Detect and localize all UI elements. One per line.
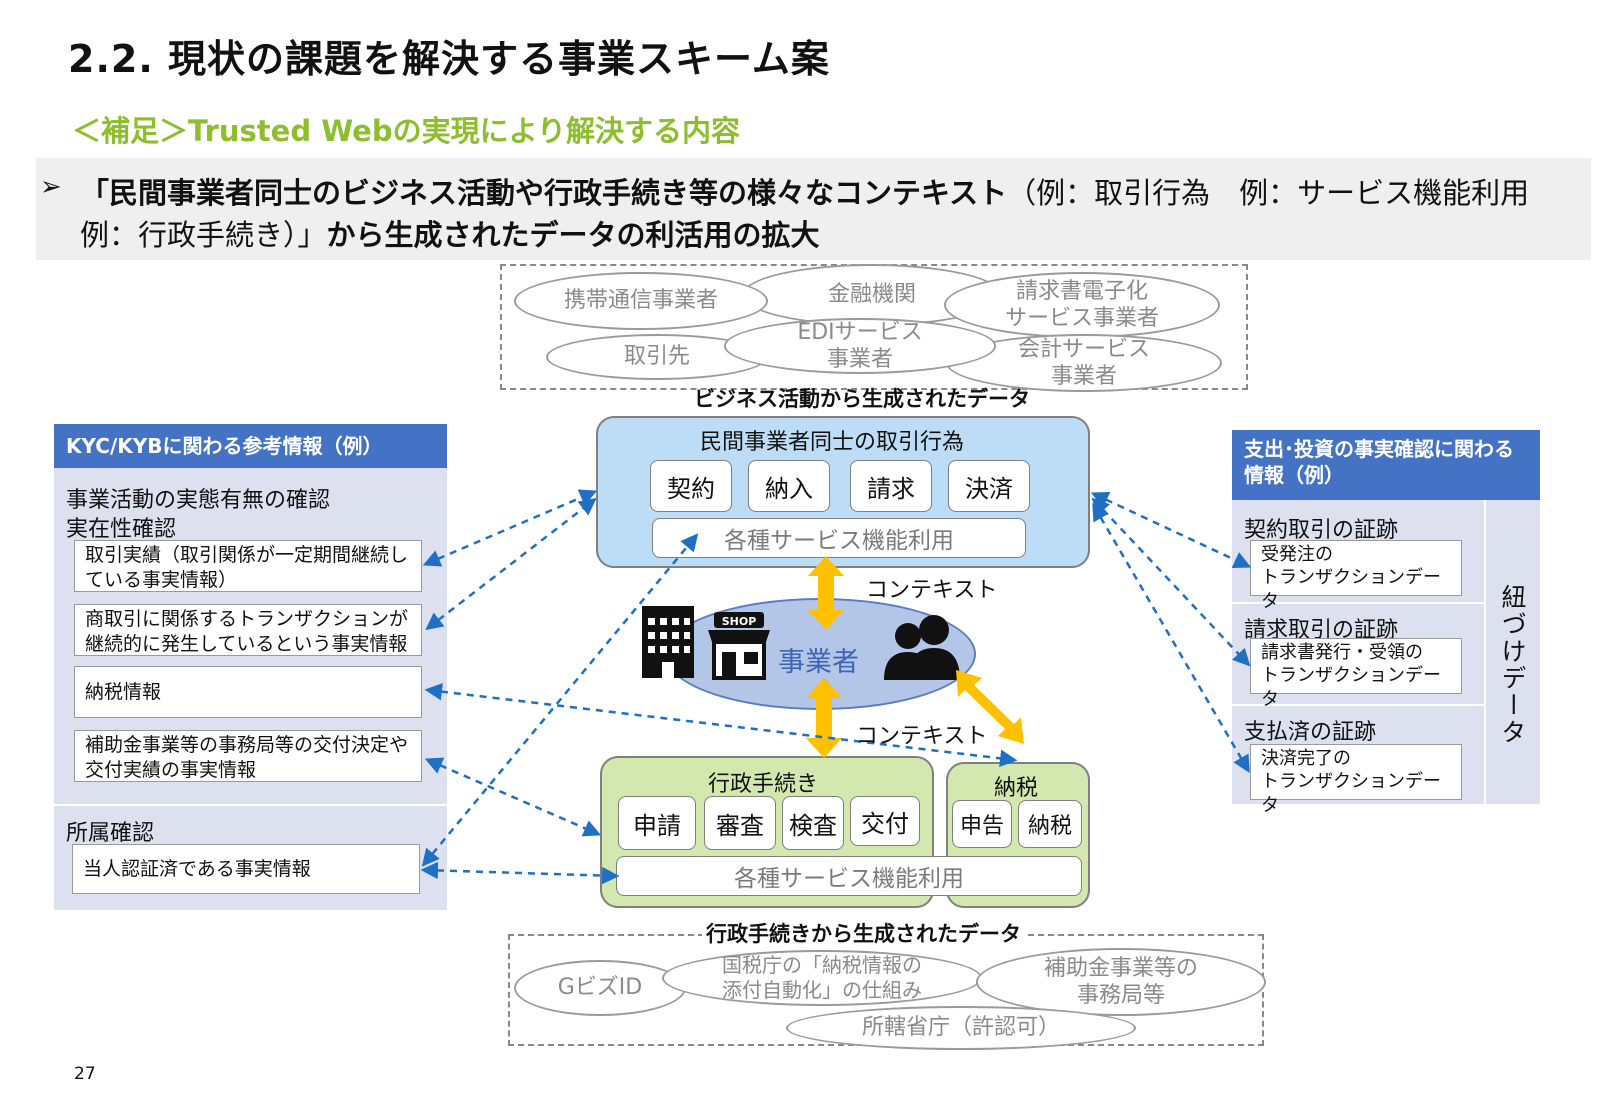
evidence-group-title: 支払済の証跡 (1244, 720, 1377, 745)
cluster-ellipse: GビズID (514, 960, 686, 1016)
chip-tax-payment: 納税 (1018, 800, 1082, 848)
context-label-bottom: コンテキスト (856, 724, 988, 749)
summary-banner (36, 158, 1591, 260)
cluster-ellipse: 所轄省庁（許認可） (786, 1006, 1136, 1050)
context-arrow-bottom (806, 678, 842, 758)
kyc-item: 当人認証済である事実情報 (72, 844, 420, 894)
arrow-payment-evidence (1092, 502, 1250, 774)
chip-review: 審査 (704, 796, 776, 850)
page-number: 27 (74, 1064, 96, 1084)
arrow-grant-info (424, 757, 602, 837)
link-arrows (420, 489, 1252, 885)
admin-service-use: 各種サービス機能利用 (616, 856, 1082, 896)
kyc-item: 納税情報 (74, 666, 422, 718)
panel-divider (54, 804, 447, 806)
bullet-icon: ➢ (40, 172, 62, 202)
evidence-panel-header: 支出･投資の事実確認に関わる情報（例） (1232, 430, 1540, 500)
business-service-use: 各種サービス機能利用 (652, 518, 1026, 558)
business-box-title: 民間事業者同士の取引行為 (700, 430, 965, 455)
section-title: 事業活動の実態有無の確認 (66, 488, 331, 513)
cluster-ellipse: EDIサービス 事業者 (724, 318, 996, 374)
section-subtitle: 実在性確認 (66, 517, 177, 542)
page-title: 2.2. 現状の課題を解決する事業スキーム案 (68, 37, 830, 81)
admin-data-caption: 行政手続きから生成されたデータ (702, 918, 1025, 948)
cluster-ellipse: 携帯通信事業者 (514, 272, 768, 330)
tax-box-title: 納税 (994, 776, 1039, 801)
section-title: 所属確認 (66, 821, 155, 846)
panel-divider (1484, 500, 1486, 804)
page-subtitle: ＜補足＞Trusted Webの実現により解決する内容 (72, 114, 740, 148)
context-label-top: コンテキスト (866, 578, 998, 603)
chip-declaration: 申告 (952, 800, 1012, 848)
panel-divider (1232, 704, 1484, 706)
summary-line-2: 例：行政手続き）」から生成されたデータの利活用の拡大 (80, 218, 820, 252)
kyc-item: 補助金事業等の事務局等の交付決定や交付実績の事実情報 (74, 730, 422, 782)
context-arrow-top (808, 556, 844, 630)
chip-contract: 契約 (650, 460, 732, 512)
evidence-group-title: 契約取引の証跡 (1244, 518, 1399, 543)
arrow-invoice-evidence (1091, 497, 1251, 667)
shop-icon: SHOP (708, 612, 770, 680)
admin-box-title: 行政手続き (708, 772, 819, 797)
office-building-icon (642, 606, 694, 678)
arrow-auth-info (420, 861, 620, 885)
people-icon (884, 615, 960, 680)
arrow-contract-evidence (1090, 492, 1252, 568)
cluster-ellipse: 補助金事業等の 事務局等 (976, 948, 1266, 1016)
panel-divider (1232, 602, 1484, 604)
summary-line-1: 「民間事業者同士のビジネス活動や行政手続き等の様々なコンテキスト（例：取引行為 … (80, 176, 1530, 210)
arrow-trade-record (422, 489, 598, 567)
business-operator-label: 事業者 (778, 647, 859, 678)
shop-sign-text: SHOP (722, 615, 757, 628)
kyc-item: 商取引に関係するトランザクションが継続的に発生しているという事実情報 (74, 604, 422, 656)
chip-delivery: 納入 (748, 460, 830, 512)
arrow-transaction-fact (425, 497, 597, 631)
business-data-caption: ビジネス活動から生成されたデータ (694, 387, 1030, 411)
cluster-ellipse: 国税庁の「納税情報の 添付自動化」の仕組み (662, 950, 982, 1006)
chip-settlement: 決済 (948, 460, 1030, 512)
chip-grant: 交付 (850, 796, 920, 846)
evidence-item: 請求書発行・受領の トランザクションデータ (1250, 638, 1462, 710)
chip-inspection: 検査 (782, 796, 844, 850)
chip-invoice: 請求 (850, 460, 932, 512)
evidence-item: 決済完了の トランザクションデータ (1250, 744, 1462, 816)
evidence-item: 受発注の トランザクションデータ (1250, 540, 1462, 612)
kyc-panel-header: KYC/KYBに関わる参考情報（例） (54, 424, 447, 468)
cluster-ellipse: 請求書電子化 サービス事業者 (944, 272, 1220, 338)
linked-data-label: 紐づけデータ (1498, 584, 1527, 746)
arrow-auth-service (421, 533, 699, 867)
kyc-item: 取引実績（取引関係が一定期間継続している事実情報） (74, 540, 422, 592)
